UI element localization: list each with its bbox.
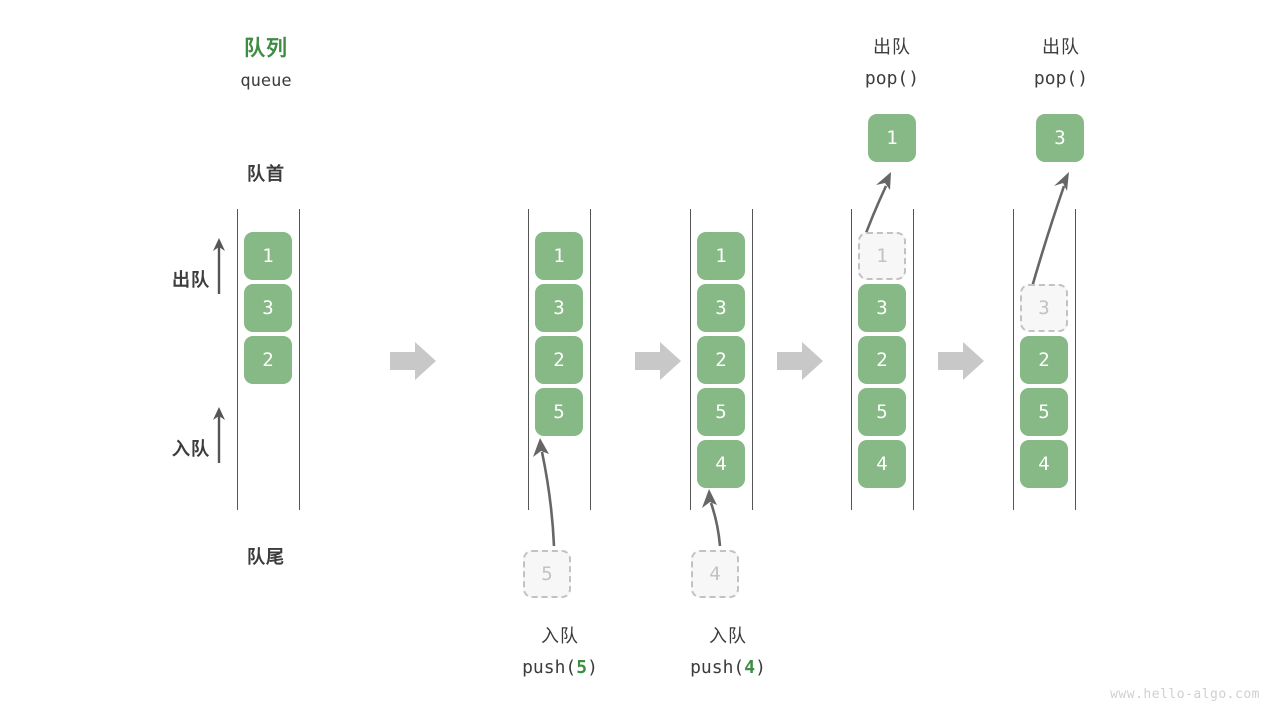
dequeue-label: 出队 xyxy=(172,270,210,291)
queue-cell: 2 xyxy=(858,336,906,384)
rail-right xyxy=(590,209,591,510)
step-arrow-4 xyxy=(938,342,984,380)
rail-left xyxy=(528,209,529,510)
queue-cell: 3 xyxy=(535,284,583,332)
queue-cell: 5 xyxy=(1020,388,1068,436)
queue-cell: 5 xyxy=(858,388,906,436)
enqueue-direction-arrow xyxy=(213,407,225,463)
queue-cell: 3 xyxy=(697,284,745,332)
push-5-value: 5 xyxy=(576,657,588,678)
rail-left xyxy=(237,209,238,510)
queue-cell-ghost: 3 xyxy=(1020,284,1068,332)
queue-cell: 1 xyxy=(244,232,292,280)
popped-cell: 1 xyxy=(868,114,916,162)
push-arrow-5 xyxy=(533,438,556,547)
queue-cell: 1 xyxy=(535,232,583,280)
rail-left xyxy=(851,209,852,510)
push-4-value: 4 xyxy=(744,657,756,678)
step-arrow-1 xyxy=(390,342,436,380)
queue-cell: 5 xyxy=(697,388,745,436)
queue-cell: 3 xyxy=(244,284,292,332)
queue-title-cn: 队列 xyxy=(244,36,288,60)
dequeue-direction-arrow xyxy=(213,238,225,294)
front-label: 队首 xyxy=(247,164,285,185)
queue-cell: 4 xyxy=(858,440,906,488)
pop-1-header-code: pop() xyxy=(864,68,920,89)
enqueue-label: 入队 xyxy=(172,439,210,460)
queue-cell: 2 xyxy=(244,336,292,384)
rail-right xyxy=(752,209,753,510)
push-5-caption-cn: 入队 xyxy=(541,626,579,647)
queue-title-en: queue xyxy=(240,71,292,91)
pop-3-header-code: pop() xyxy=(1033,68,1089,89)
pop-1-header-cn: 出队 xyxy=(873,37,911,58)
push-4-caption-cn: 入队 xyxy=(709,626,747,647)
queue-cell: 2 xyxy=(1020,336,1068,384)
pop-3-header-cn: 出队 xyxy=(1042,37,1080,58)
queue-cell: 5 xyxy=(535,388,583,436)
rail-right xyxy=(913,209,914,510)
rail-right xyxy=(1075,209,1076,510)
rear-label: 队尾 xyxy=(247,547,285,568)
queue-cell: 2 xyxy=(697,336,745,384)
queue-cell: 4 xyxy=(1020,440,1068,488)
queue-cell: 2 xyxy=(535,336,583,384)
step-arrow-2 xyxy=(635,342,681,380)
rail-left xyxy=(1013,209,1014,510)
queue-cell-ghost: 1 xyxy=(858,232,906,280)
queue-cell: 1 xyxy=(697,232,745,280)
push-arrow-4 xyxy=(702,489,722,547)
push-5-caption-code: push(5) xyxy=(522,657,598,678)
queue-cell: 3 xyxy=(858,284,906,332)
queue-cell: 4 xyxy=(697,440,745,488)
rail-left xyxy=(690,209,691,510)
rail-right xyxy=(299,209,300,510)
popped-cell: 3 xyxy=(1036,114,1084,162)
watermark: www.hello-algo.com xyxy=(1110,687,1260,702)
step-arrow-3 xyxy=(777,342,823,380)
push-4-caption-code: push(4) xyxy=(690,657,766,678)
incoming-ghost-cell: 5 xyxy=(523,550,571,598)
incoming-ghost-cell: 4 xyxy=(691,550,739,598)
pop-arrow-3 xyxy=(1028,172,1069,295)
